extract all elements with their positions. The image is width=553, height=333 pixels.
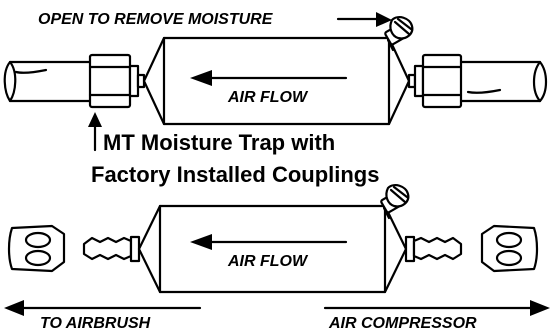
top-assembly: AIR FLOW OPEN TO REMOVE MOISTURE xyxy=(3,11,548,126)
drain-note-arrow xyxy=(336,12,392,27)
bottom-left-coupling-plug xyxy=(7,224,66,273)
caption-pointer-arrow xyxy=(88,112,102,152)
air-compressor-label: AIR COMPRESSOR xyxy=(328,315,477,332)
bottom-drain-knob xyxy=(380,184,410,220)
top-drain-knob xyxy=(384,16,414,52)
top-air-flow-arrow xyxy=(190,70,348,86)
caption-line-1: MT Moisture Trap with xyxy=(103,130,335,155)
drain-note-label: OPEN TO REMOVE MOISTURE xyxy=(38,11,274,28)
top-left-hose xyxy=(3,60,94,103)
top-trap-body xyxy=(142,36,411,126)
bottom-air-flow-arrow xyxy=(190,234,348,250)
to-airbrush-arrow xyxy=(4,300,202,316)
bottom-air-flow-label: AIR FLOW xyxy=(227,253,309,270)
bottom-right-coupling-plug xyxy=(480,224,539,273)
top-right-coupling xyxy=(407,53,463,109)
air-compressor-arrow xyxy=(323,300,550,316)
top-air-flow-label: AIR FLOW xyxy=(227,89,309,106)
bottom-left-barb-fitting xyxy=(82,235,141,263)
top-right-hose xyxy=(459,60,548,103)
to-airbrush-label: TO AIRBRUSH xyxy=(40,315,151,332)
caption-line-2: Factory Installed Couplings xyxy=(91,162,379,187)
bottom-trap-body xyxy=(137,204,408,294)
top-left-coupling xyxy=(88,53,146,109)
bottom-right-barb-fitting xyxy=(404,235,463,263)
bottom-assembly: AIR FLOW xyxy=(7,184,539,294)
